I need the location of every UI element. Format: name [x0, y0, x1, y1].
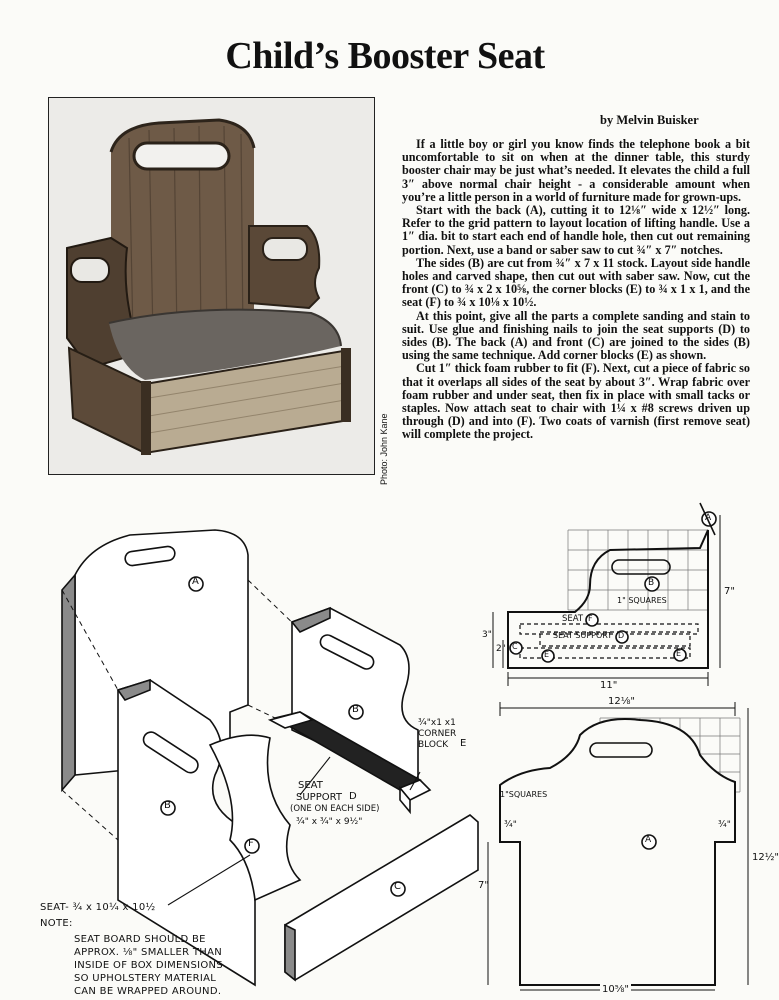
paragraph: Start with the back (A), cutting it to 1… — [402, 203, 750, 257]
side-seat-support-label: SEAT SUPPORT — [553, 631, 613, 640]
label-e-side-1: E — [544, 650, 550, 659]
paragraph: The sides (B) are cut from ¾″ x 7 x 11 s… — [402, 255, 750, 310]
booster-seat-photo-illustration — [49, 98, 374, 474]
label-a-iso: A — [192, 576, 199, 587]
note-line: CAN BE WRAPPED AROUND. — [74, 986, 222, 997]
construction-drawings — [61, 502, 749, 991]
back-squares-label: 1"SQUARES — [500, 790, 548, 799]
back-notch-left-dimension: ¾" — [504, 820, 517, 830]
seat-dimension: SEAT- ¾ x 10¼ x 10½ — [40, 902, 156, 913]
seat-support-label-2: SUPPORT — [296, 792, 342, 803]
isometric-exploded-view — [61, 529, 479, 987]
note-line: INSIDE OF BOX DIMENSIONS — [74, 960, 223, 971]
photo-credit: Photo: John Kane — [379, 413, 389, 485]
seat-support-label-1: SEAT — [298, 780, 323, 791]
note-line: APPROX. ⅛" SMALLER THAN — [74, 947, 223, 958]
chair-photo — [48, 97, 375, 475]
label-e-iso: E — [460, 738, 467, 749]
label-f-iso: F — [248, 838, 254, 849]
label-b-side: B — [648, 578, 655, 588]
paragraph: If a little boy or girl you know finds t… — [402, 137, 750, 204]
side-width-dimension: 11" — [600, 680, 618, 691]
byline: by Melvin Buisker — [600, 113, 699, 127]
label-c-iso: C — [394, 881, 401, 892]
side-squares-label: 1" SQUARES — [617, 596, 667, 605]
label-d-side: D — [618, 631, 625, 640]
back-view-grid-pattern — [487, 702, 749, 991]
label-a-back: A — [645, 835, 652, 845]
label-b-right-iso: B — [352, 704, 359, 715]
seat-support-dimension: ¾" x ¾" x 9½" — [296, 817, 363, 827]
article-body: If a little boy or girl you know finds t… — [402, 137, 750, 442]
note-line: SO UPHOLSTERY MATERIAL — [74, 973, 217, 984]
seat-support-label-3: (ONE ON EACH SIDE) — [290, 804, 380, 814]
label-f-side: F — [588, 614, 593, 623]
side-view-grid-pattern — [492, 502, 721, 686]
article-title: Child’s Booster Seat — [225, 35, 545, 77]
back-bottom-dimension: 10⅝" — [600, 984, 632, 995]
corner-block-label-1: CORNER — [418, 729, 457, 739]
label-b-left-iso: B — [164, 800, 171, 811]
label-c-side: C — [512, 642, 518, 651]
back-top-dimension: 12⅛" — [608, 696, 636, 707]
side-dim-3: 3" — [482, 630, 492, 640]
back-left-dimension: 7" — [478, 880, 489, 891]
side-height-dimension: 7" — [724, 586, 735, 597]
label-e-side-2: E — [676, 649, 682, 658]
label-a-side: A — [705, 513, 712, 523]
paragraph: At this point, give all the parts a comp… — [402, 308, 750, 363]
note-heading: NOTE: — [40, 918, 73, 929]
paragraph: Cut 1″ thick foam rubber to fit (F). Nex… — [402, 361, 750, 442]
back-notch-right-dimension: ¾" — [718, 820, 731, 830]
label-d-iso: D — [349, 791, 357, 802]
corner-block-label-2: BLOCK — [418, 740, 449, 750]
corner-block-dimension: ¾"x1 x1 — [418, 718, 456, 728]
note-line: SEAT BOARD SHOULD BE — [74, 934, 206, 945]
side-dim-2: 2" — [496, 644, 506, 654]
side-seat-label: SEAT — [562, 614, 584, 624]
back-right-dimension: 12½" — [752, 852, 779, 863]
